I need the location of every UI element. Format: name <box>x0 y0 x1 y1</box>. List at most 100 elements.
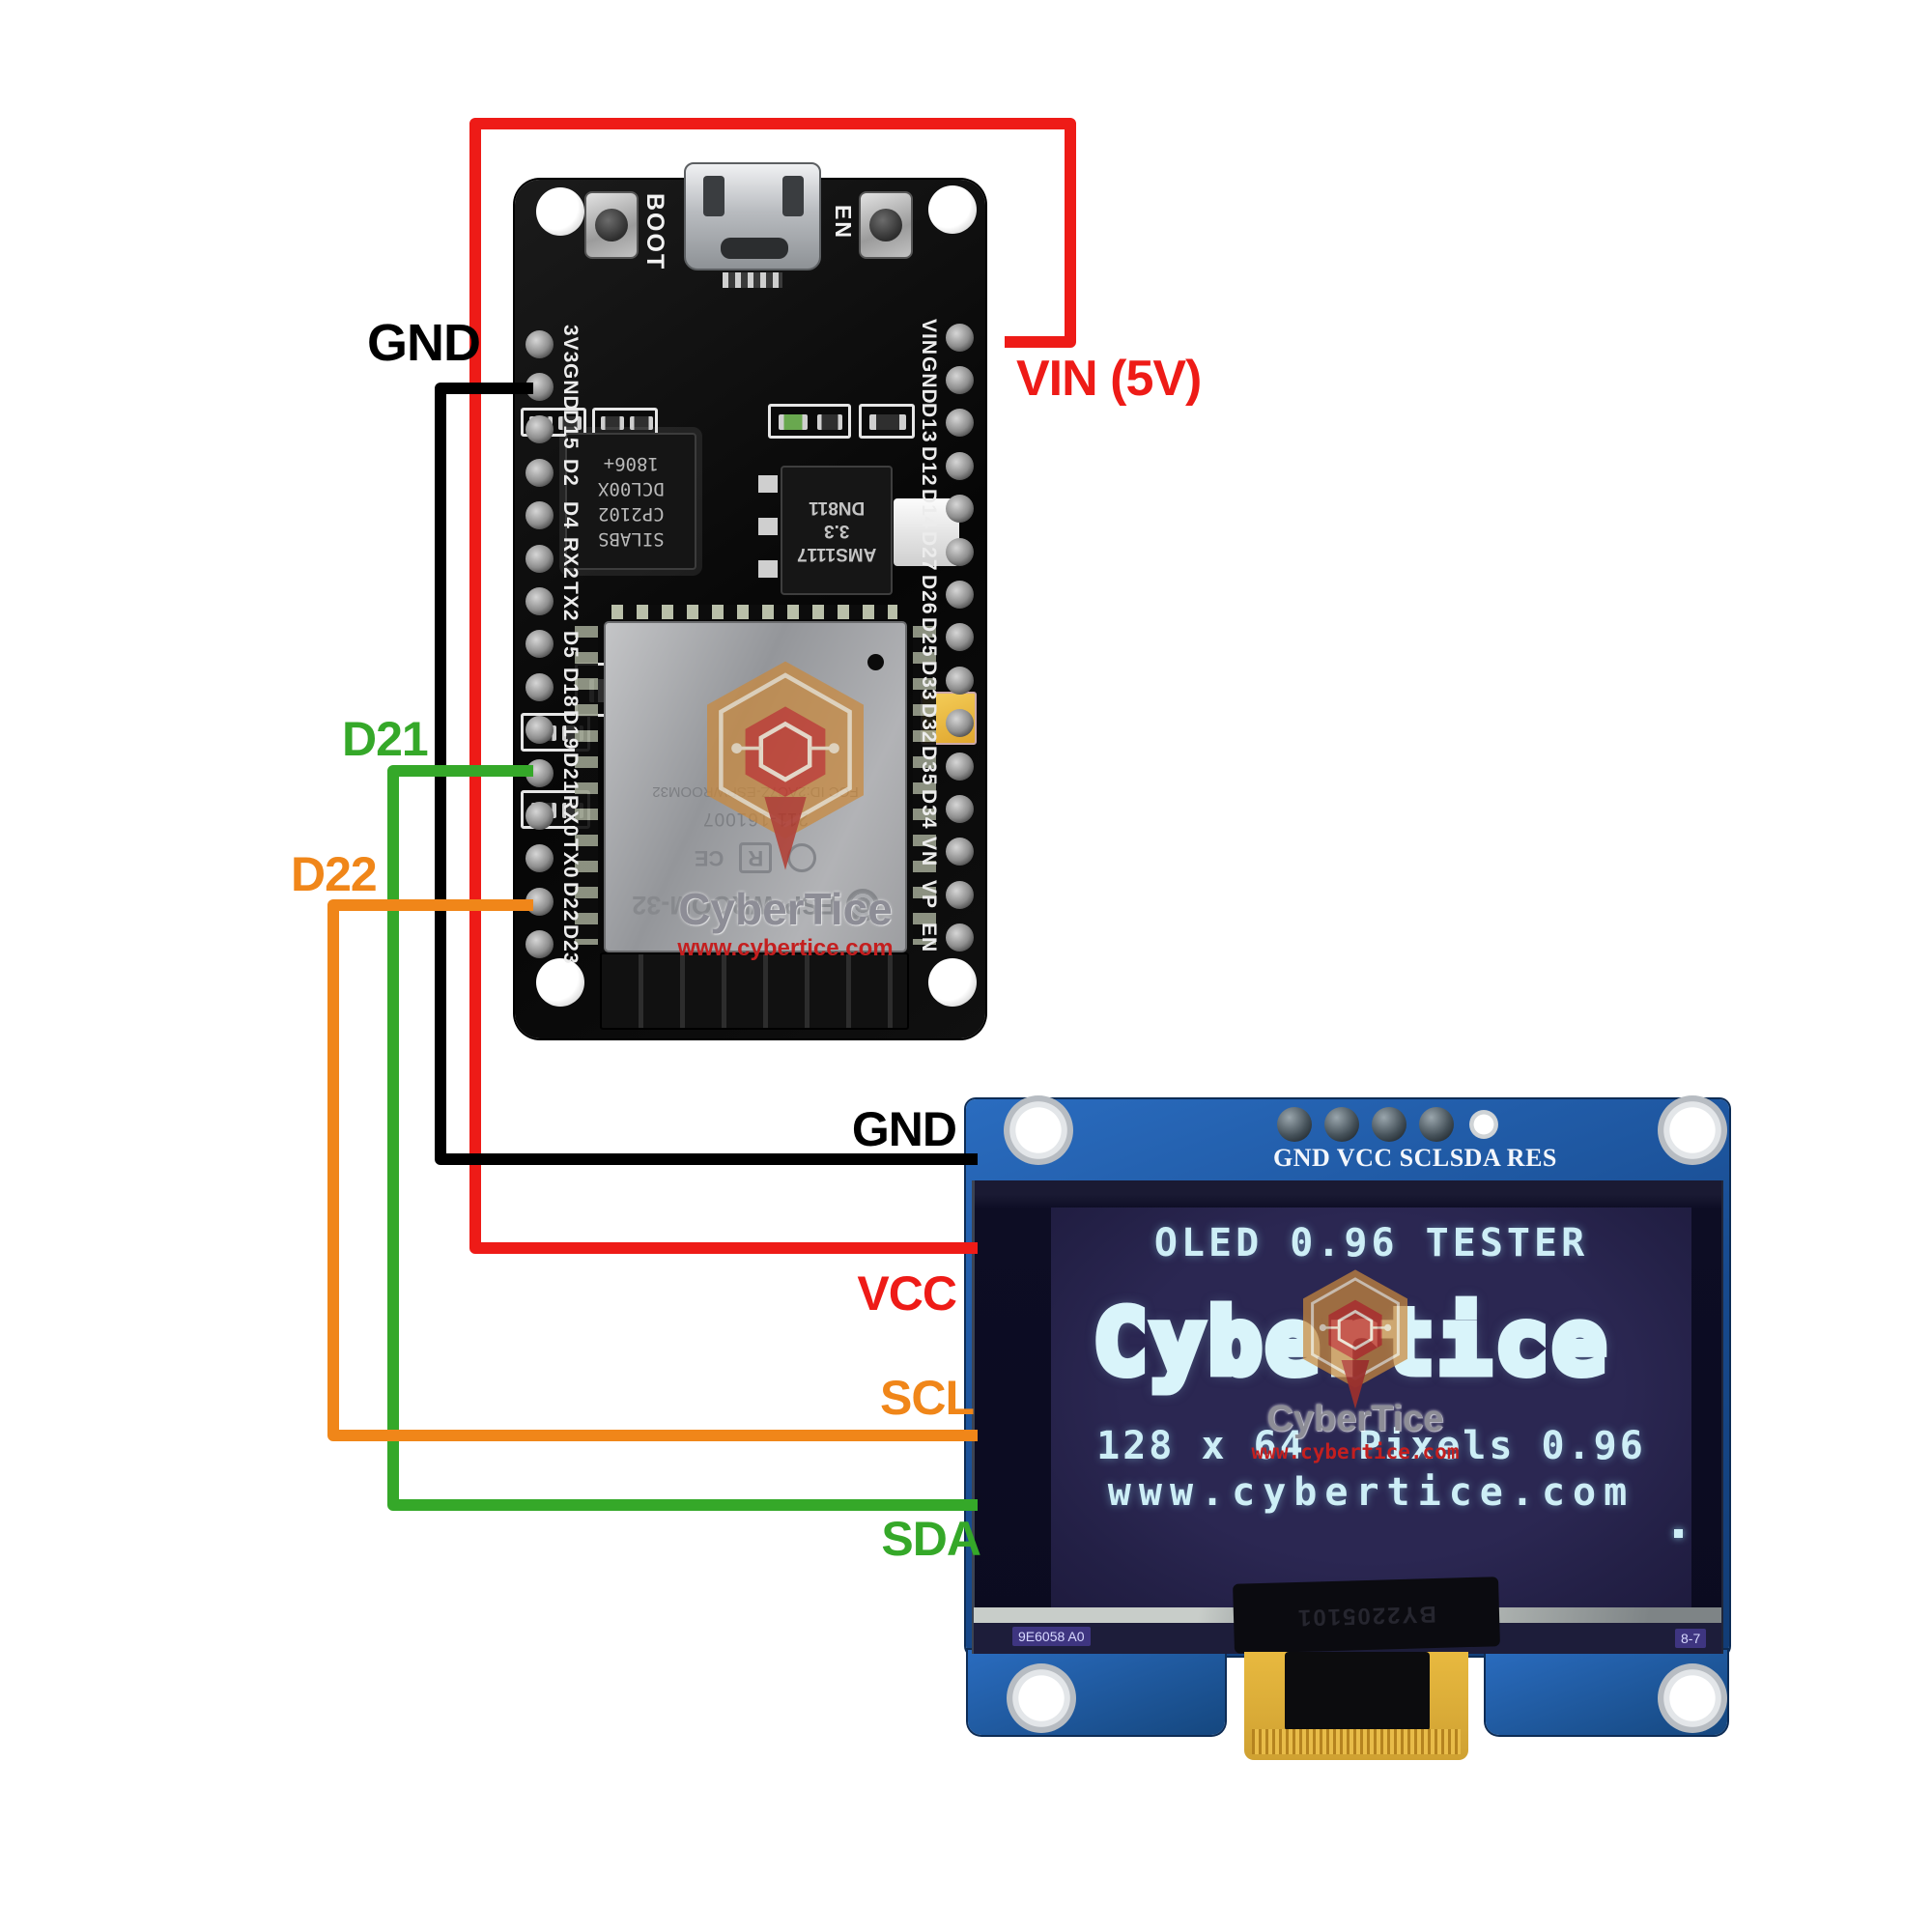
oled-module: GND VCC SCLSDA RES OLED 0.96 TESTER Cybe… <box>966 1095 1729 1766</box>
pin: D33 <box>918 659 980 701</box>
pin: D5 <box>519 623 582 666</box>
pin-label: VN <box>918 837 940 867</box>
pin-label: D12 <box>918 445 940 487</box>
serial-sticker: 9E6058 A0 <box>1012 1627 1091 1646</box>
pin: D4 <box>519 495 582 537</box>
pin-hole-icon <box>946 537 974 566</box>
pin-label: RX0 <box>559 794 582 838</box>
driver-chip: BY2205101 <box>1233 1577 1500 1654</box>
pin-hole-icon <box>526 373 554 402</box>
pin: D21 <box>519 752 582 794</box>
pin-label: D15 <box>559 410 582 450</box>
esp32-left-pin-header: 3V3 GND D15 D2 D4 RX2 TX2 D5 <box>519 323 582 966</box>
screen-title: OLED 0.96 TESTER <box>1153 1221 1589 1265</box>
pin-hole-icon <box>946 794 974 823</box>
module-fcc-id: FCC ID:2AC7Z-ESPWROOM32 <box>652 783 859 800</box>
pin-label: VP <box>918 880 940 910</box>
pin-hole-icon <box>526 758 554 787</box>
pin-label: D33 <box>918 660 940 701</box>
label-d22: D22 <box>291 847 378 901</box>
pin-label: TX2 <box>559 581 582 622</box>
ce-mark: CE <box>694 846 724 870</box>
pin-hole-icon <box>946 581 974 610</box>
pin-label: D25 <box>918 617 940 658</box>
pin-hole-icon <box>946 923 974 952</box>
pin-label: D19 <box>559 709 582 751</box>
mounting-hole <box>928 958 977 1007</box>
module-name: ESP-WROOM-32 <box>632 891 837 921</box>
pin-hole-icon <box>526 930 554 959</box>
pin: GND <box>918 356 980 404</box>
pin-hole-icon <box>946 495 974 524</box>
smd-diode <box>859 404 915 439</box>
pin-hole-icon <box>526 844 554 873</box>
pin: D32 <box>918 702 980 745</box>
pin-hole-icon <box>946 409 974 438</box>
pin: EN <box>918 916 980 958</box>
flex-cable-chip <box>1285 1652 1430 1731</box>
pin-hole-icon <box>526 415 554 444</box>
regulator-leads <box>758 475 778 587</box>
screen-url: www.cybertice.com <box>1107 1470 1635 1515</box>
pin-hole-icon <box>526 716 554 745</box>
sda-solder-joint <box>1419 1107 1454 1142</box>
pin-hole-icon <box>946 709 974 738</box>
gnd-solder-joint <box>1277 1107 1312 1142</box>
pin-label: D14 <box>918 488 940 529</box>
label-gnd-esp32: GND <box>367 314 481 372</box>
vcc-solder-joint <box>1324 1107 1359 1142</box>
en-button-label: EN <box>831 205 856 240</box>
pin: D35 <box>918 745 980 787</box>
pin-hole-icon <box>946 451 974 480</box>
pin: D26 <box>918 573 980 615</box>
pin-hole-icon <box>526 672 554 701</box>
pin-label: D34 <box>918 788 940 830</box>
pin-label: D13 <box>918 403 940 443</box>
pin-hole-icon <box>526 801 554 830</box>
en-button <box>859 191 913 259</box>
res-pin-hole <box>1469 1110 1498 1139</box>
pin: D15 <box>519 409 582 451</box>
pin: D19 <box>519 709 582 752</box>
boot-button-label: BOOT <box>641 193 668 271</box>
pin: VP <box>918 873 980 916</box>
screen-pixel-dot <box>1674 1529 1683 1538</box>
shield-markings: ESP-WROOM-32 R CE 211-161007 FCC ID:2AC7… <box>606 623 905 951</box>
label-gnd-oled: GND <box>851 1102 957 1156</box>
usb-solder-pins <box>723 272 782 288</box>
screen-inverted-brand: Cybertice <box>1090 1287 1610 1399</box>
pin-label: D18 <box>559 667 582 708</box>
mounting-hole <box>1007 1663 1076 1733</box>
pin-hole-icon <box>526 587 554 616</box>
pin-label: D26 <box>918 574 940 615</box>
pin-label: D23 <box>559 923 582 965</box>
pin-hole-icon <box>526 501 554 530</box>
batch-sticker: 8-7 <box>1675 1629 1707 1648</box>
pin: D23 <box>519 923 582 965</box>
pin-label: D21 <box>559 753 582 793</box>
pin-hole-icon <box>946 666 974 695</box>
esp-wroom-32-module: ESP-WROOM-32 R CE 211-161007 FCC ID:2AC7… <box>604 621 907 952</box>
module-serial: 211-161007 <box>701 809 810 829</box>
pin: TX2 <box>519 580 582 622</box>
pin: D2 <box>519 451 582 494</box>
mounting-hole <box>928 185 977 234</box>
mounting-hole <box>1004 1095 1073 1165</box>
pin-hole-icon <box>526 630 554 659</box>
flex-cable-traces <box>1252 1729 1461 1754</box>
pin: D12 <box>918 444 980 487</box>
label-scl: SCL <box>880 1371 975 1425</box>
boot-button <box>584 191 639 259</box>
screen-resolution: 128 x 64 Pixels 0.96 <box>1096 1424 1646 1468</box>
antenna-area <box>600 952 909 1030</box>
led-group <box>768 404 851 439</box>
driver-chip-marking: BY2205101 <box>1295 1600 1437 1632</box>
label-vcc: VCC <box>857 1266 957 1321</box>
cert-circle-icon <box>787 843 817 872</box>
pin-hole-icon <box>526 329 554 358</box>
